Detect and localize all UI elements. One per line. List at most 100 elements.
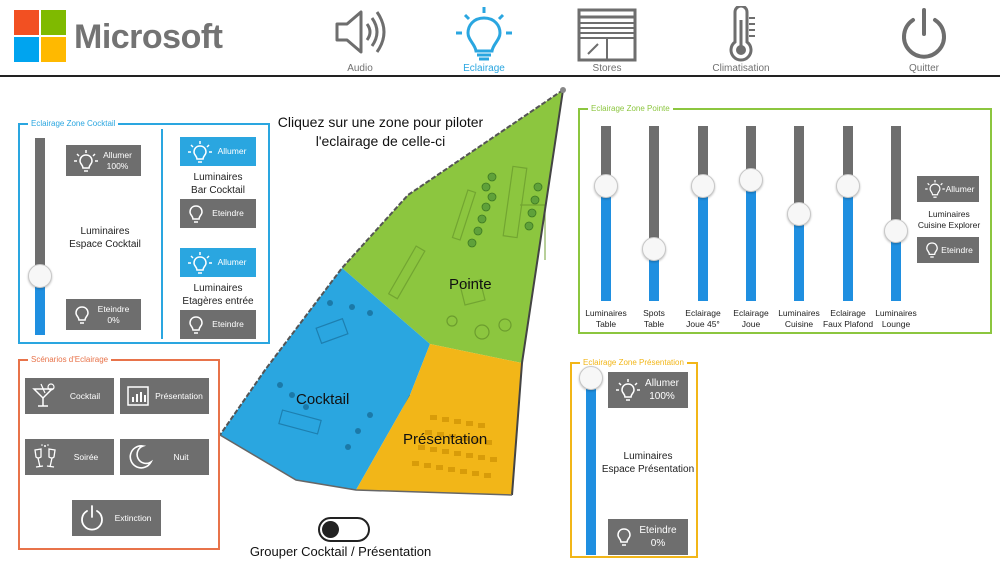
zone-pointe[interactable] [342,90,563,363]
slider-knob[interactable] [884,219,908,243]
logo-yellow-square [41,37,66,62]
label-line: Table [595,319,617,329]
instruction-line: Cliquez sur une zone pour piloter [277,114,484,130]
slider-luminaires-lounge[interactable] [884,126,908,301]
floor-plan [220,87,566,496]
slider-eclairage-faux-plafond[interactable] [836,126,860,301]
button-label: Cocktail [69,391,101,401]
label-line: Joue 45° [686,319,720,329]
scenario-presentation-button[interactable]: Présentation [120,378,209,414]
scenario-nuit-button[interactable]: Nuit [120,439,209,475]
button-label: Eteindre [941,244,973,255]
label-line: Joue [741,319,761,329]
label-line: Spots [643,308,665,318]
presentation-space-off-button[interactable]: Eteindre 0% [608,519,688,555]
scenarios-panel: Scénarios d'Eclairage Cocktail Présentat… [18,354,220,550]
label-line: Luminaires [193,172,243,183]
label-line: Faux Plafond [822,319,874,329]
slider-knob[interactable] [28,263,52,288]
zone-cocktail-label: Cocktail [296,391,350,408]
button-value: 0% [107,314,120,325]
bulb-on-icon [74,149,98,172]
button-label: Eteindre [639,525,677,536]
slider-fill [35,275,45,335]
button-value: 100% [106,160,129,171]
slider-knob[interactable] [691,173,715,198]
bulb-icon [456,7,512,61]
nav-audio[interactable]: Audio [310,0,410,76]
button-label: Soirée [73,452,99,462]
cuisine-explorer-label: Luminaires Cuisine Explorer [908,209,990,231]
nav-label: Audio [347,63,373,74]
thermometer-icon [729,6,755,62]
slider-fill [649,248,659,301]
bulb-off-icon [926,242,938,258]
zone-cocktail[interactable] [220,268,430,490]
cuisine-explorer-off-button[interactable]: Eteindre [917,237,979,263]
label-line: Espace Présentation [601,464,695,475]
label-line: Luminaires [778,308,820,318]
microsoft-logo: Microsoft [14,10,224,66]
nav-stores[interactable]: Stores [557,0,657,76]
scenario-soiree-button[interactable]: Soirée [25,439,114,475]
shelves-on-button[interactable]: Allumer [180,248,256,277]
zone-presentation[interactable] [356,344,522,495]
shelves-off-button[interactable]: Eteindre [180,310,256,339]
speaker-icon [335,10,386,54]
presentation-space-label: Luminaires Espace Présentation [596,450,700,476]
slider-spots-table[interactable] [642,126,666,301]
panel-title: Eclairage Zone Présentation [580,357,687,369]
label-line: Lounge [881,319,911,329]
bulb-off-icon [75,305,89,324]
button-label: Allumer [217,257,247,267]
shelves-label: Luminaires Etagères entrée [170,282,266,308]
panel-title: Eclairage Zone Cocktail [28,118,119,130]
button-label: Eteindre [212,319,244,329]
label-line: Eclairage [685,308,721,318]
button-value: 0% [650,538,666,549]
slider-luminaires-table[interactable] [594,126,618,301]
nav-climatisation[interactable]: Climatisation [691,0,791,76]
zone-presentation-label: Présentation [403,431,488,448]
button-label: Allumer [645,378,679,389]
bar-cocktail-on-button[interactable]: Allumer [180,137,256,166]
slider-knob[interactable] [579,365,603,390]
nav-quitter[interactable]: Quitter [874,0,974,76]
cuisine-explorer-on-button[interactable]: Allumer [917,176,979,202]
presentation-space-slider[interactable] [579,365,603,555]
label-line: Eclairage [830,308,866,318]
champagne-icon [34,444,56,468]
slider-eclairage-joue-45[interactable] [691,126,715,301]
slider-knob[interactable] [739,168,763,193]
slider-knob[interactable] [642,236,666,261]
slider-fill [794,213,804,301]
label-line: Table [643,319,665,329]
header-divider [0,75,1000,77]
button-label: Présentation [155,391,203,401]
label-line: Luminaires [623,451,673,462]
nav-label: Quitter [908,63,939,74]
slider-knob[interactable] [787,201,811,226]
panel-title: Eclairage Zone Pointe [588,103,673,115]
cocktail-space-label: Luminaires Espace Cocktail [58,225,152,251]
slider-fill [586,377,596,555]
instruction-text: Cliquez sur une zone pour piloter l'ecla… [268,113,493,151]
moon-icon [129,445,153,469]
slider-knob[interactable] [836,173,860,198]
cocktail-space-slider[interactable] [28,138,52,335]
slider-eclairage-joue[interactable] [739,126,763,301]
scenario-extinction-button[interactable]: Extinction [72,500,161,536]
slider-luminaires-cuisine[interactable] [787,126,811,301]
bar-cocktail-off-button[interactable]: Eteindre [180,199,256,228]
nav-eclairage[interactable]: Eclairage [434,0,534,76]
scenario-cocktail-button[interactable]: Cocktail [25,378,114,414]
button-label: Eteindre [212,208,244,218]
nav-label: Climatisation [712,63,770,74]
group-zones-toggle[interactable] [318,517,370,542]
slider-knob[interactable] [594,173,618,198]
